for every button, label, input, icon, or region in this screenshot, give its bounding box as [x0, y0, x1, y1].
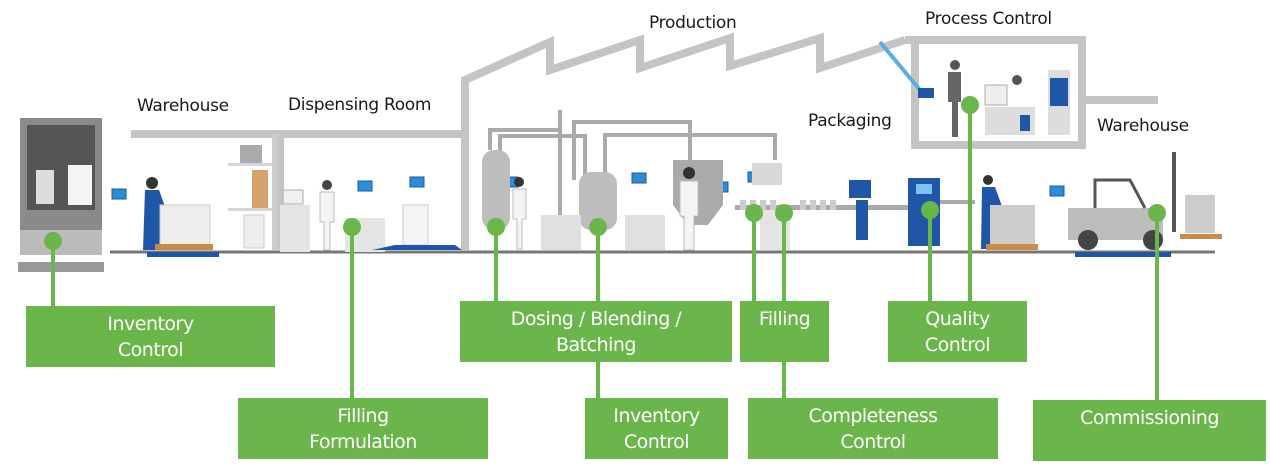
connector-filling-1 — [752, 212, 756, 302]
connector-dosing-tank-1 — [494, 226, 498, 302]
connector-commissioning — [1155, 212, 1159, 402]
marker-dot-tank-1 — [487, 218, 505, 236]
forklift-icon — [1068, 152, 1222, 257]
callout-text-line: Control — [924, 334, 991, 356]
callout-text-line: Inventory — [107, 313, 194, 335]
marker-dot-filler-2 — [775, 204, 793, 222]
filling-line-icon — [735, 163, 975, 250]
area-label-production: Production — [649, 13, 737, 33]
callout-text-line: Inventory — [613, 405, 700, 427]
callout-dosing-blending-batching: Dosing / Blending / Batching — [460, 301, 732, 362]
connector-quality-checkweigher — [928, 210, 932, 302]
marker-dot-filler-1 — [745, 204, 763, 222]
marker-dot-dispensing — [343, 218, 361, 236]
area-label-warehouse-outbound: Warehouse — [1097, 116, 1189, 136]
control-room-icon — [878, 40, 1070, 137]
lab-worker-icons — [512, 167, 699, 251]
connector-filling-formulation — [350, 226, 354, 399]
callout-filling: Filling — [740, 301, 829, 362]
production-pipes — [488, 110, 777, 215]
storage-shelf-icon — [228, 134, 278, 250]
marker-dot-control-room — [961, 96, 979, 114]
marker-dot-truck — [44, 232, 62, 250]
connector-quality-control-room — [968, 106, 972, 302]
callout-text-line: Commissioning — [1080, 407, 1219, 429]
marker-dot-checkweigher — [921, 201, 939, 219]
callout-filling-formulation: Filling Formulation — [238, 398, 488, 459]
callout-text-line: Completeness — [808, 405, 938, 427]
callout-text-line: Filling — [337, 405, 389, 427]
dispensing-station-icon — [280, 180, 462, 252]
callout-text-line: Quality — [925, 308, 990, 330]
callout-text-line: Control — [623, 431, 690, 453]
marker-dot-tank-2 — [589, 218, 607, 236]
callout-completeness-control: Completeness Control — [748, 398, 998, 459]
callout-text-line: Batching — [556, 334, 637, 356]
callout-commissioning: Commissioning — [1033, 400, 1266, 461]
area-label-packaging: Packaging — [808, 111, 892, 131]
truck-icon — [18, 118, 104, 272]
marker-dot-forklift — [1148, 204, 1166, 222]
callout-text-line: Dosing / Blending / — [510, 308, 682, 330]
area-label-warehouse-inbound: Warehouse — [137, 96, 229, 116]
callout-text-line: Control — [840, 431, 906, 453]
outbound-warehouse-icon — [981, 152, 1222, 257]
callout-inventory-control-production: Inventory Control — [585, 398, 728, 459]
area-label-dispensing-room: Dispensing Room — [288, 95, 432, 115]
connector-inventory-control-1 — [51, 241, 55, 307]
area-label-process-control: Process Control — [925, 9, 1052, 29]
warehouse-worker-icon — [143, 177, 219, 257]
callout-text-line: Filling — [758, 308, 811, 330]
callout-text-line: Formulation — [309, 431, 417, 453]
callout-text-line: Control — [117, 339, 184, 361]
building-outline — [131, 32, 1158, 250]
callout-inventory-control-inbound: Inventory Control — [26, 306, 275, 367]
callout-quality-control: Quality Control — [888, 301, 1027, 362]
